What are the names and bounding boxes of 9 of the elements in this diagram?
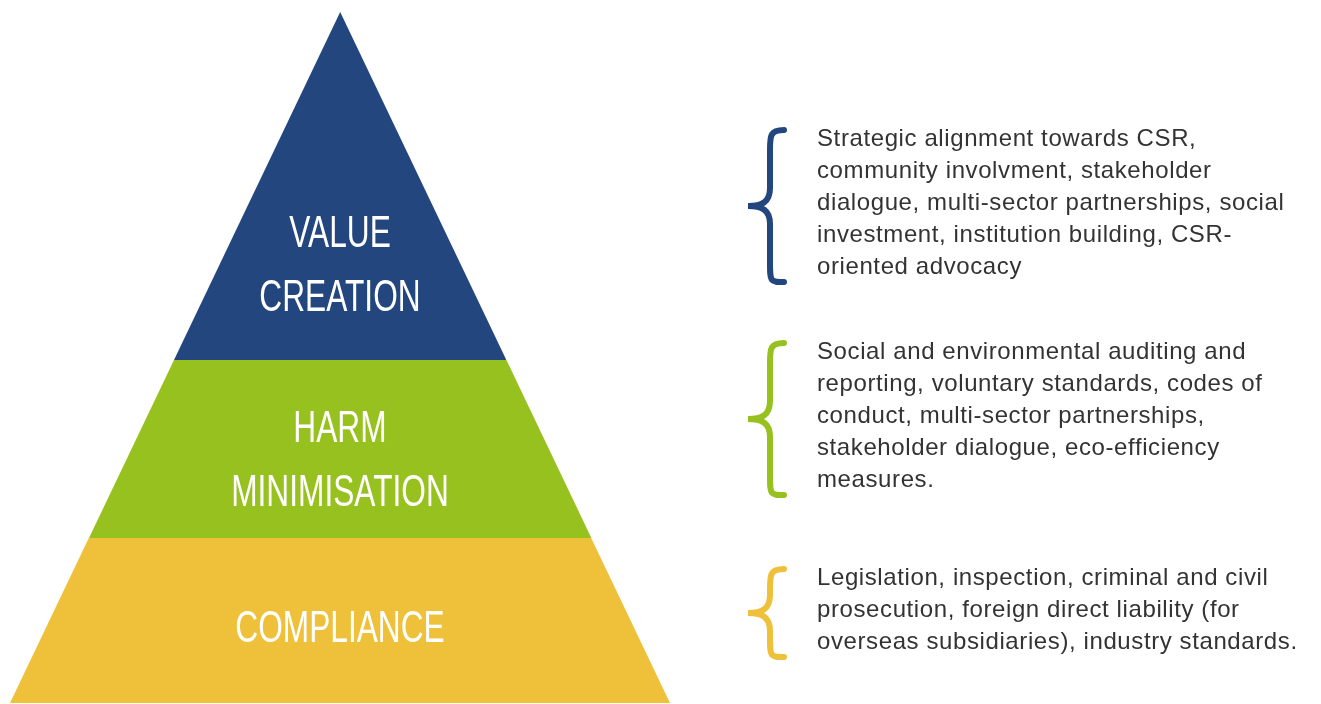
description-text: Social and environmental auditing and reporting, voluntary standards, codes of conduct, multi-sector partnerships, stakeholder dialogue, eco-efficiency measures. (817, 336, 1264, 494)
harm-minimisation-tier (88, 360, 592, 538)
value-creation-tier (173, 12, 507, 360)
compliance-tier (10, 538, 670, 703)
description-text: Strategic alignment towards CSR, community involvment, stakeholder dialogue, multi-sector partnerships, social investment, institution building, CSR-oriented advocacy (817, 123, 1286, 281)
tier-label: HARM MINIMISATION (230, 401, 450, 517)
description-text: Legislation, inspection, criminal and civil prosecution, foreign direct liability (for overseas subsidiaries), industry standards. (817, 562, 1299, 656)
tier-label: VALUE CREATION (258, 206, 422, 322)
tier-label: COMPLIANCE (234, 601, 446, 653)
